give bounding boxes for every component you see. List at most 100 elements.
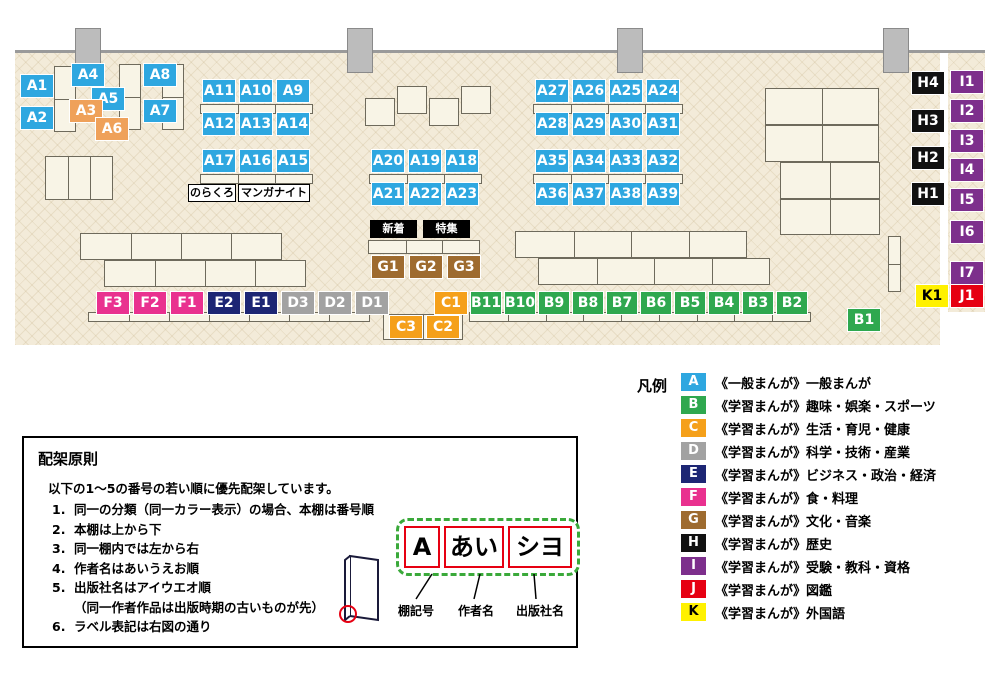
shelf-label-A8: A8: [143, 63, 177, 87]
map-sign: 新着: [370, 220, 417, 238]
shelf-cell: [201, 175, 238, 183]
shelf-block: [533, 174, 683, 184]
shelf-label-A6: A6: [95, 117, 129, 141]
legend-label: 《学習まんが》生活・育児・健康: [715, 422, 911, 438]
shelf-label-C3: C3: [389, 315, 423, 339]
shelf-label-B8: B8: [572, 291, 604, 315]
shelf-label-B5: B5: [674, 291, 706, 315]
shelf-cell: [209, 313, 249, 321]
shelf-label-K1: K1: [915, 284, 949, 308]
legend-item-F: F《学習まんが》食・料理: [681, 488, 936, 507]
shelf-label-B10: B10: [504, 291, 536, 315]
shelf-cell: [772, 313, 810, 321]
shelf-cell: [405, 241, 443, 253]
shelf-label-A14: A14: [276, 112, 310, 136]
shelf-cell: [766, 89, 822, 124]
shelf-label-A11: A11: [202, 79, 236, 103]
legend-label: 《学習まんが》歴史: [715, 537, 833, 553]
shelf-block: [397, 86, 427, 114]
pillar: [617, 28, 643, 73]
shelf-label-A23: A23: [445, 182, 479, 206]
rule-item: 1.同一の分類（同一カラー表示）の場合、本棚は番号順: [52, 500, 374, 520]
shelf-label-A26: A26: [572, 79, 606, 103]
principles-panel: 配架原則 以下の1〜5の番号の若い順に優先配架しています。 1.同一の分類（同一…: [22, 436, 580, 648]
example-label-part: A: [404, 526, 440, 568]
shelf-label-A38: A38: [609, 182, 643, 206]
legend-label: 《学習まんが》外国語: [715, 606, 846, 622]
shelf-cell: [275, 175, 312, 183]
shelf-cell: [442, 241, 479, 253]
shelf-label-B3: B3: [742, 291, 774, 315]
legend-swatch-B: B: [681, 396, 706, 414]
shelf-label-A15: A15: [276, 149, 310, 173]
legend-label: 《学習まんが》図鑑: [715, 583, 833, 599]
map-sign: マンガナイト: [238, 184, 310, 202]
legend-swatch-K: K: [681, 603, 706, 621]
shelf-block: [888, 236, 901, 292]
shelf-label-A7: A7: [143, 99, 177, 123]
example-label-part: シヨ: [508, 526, 572, 568]
shelf-label-E2: E2: [207, 291, 241, 315]
legend-swatch-H: H: [681, 534, 706, 552]
shelf-block: [368, 240, 480, 254]
shelf-label-A19: A19: [408, 149, 442, 173]
shelf-label-A2: A2: [20, 106, 54, 130]
shelf-cell: [231, 234, 281, 259]
shelf-cell: [205, 261, 255, 286]
shelf-cell: [238, 105, 275, 113]
shelf-cell: [131, 234, 181, 259]
rule-number: 1.: [52, 502, 66, 517]
shelf-block: [104, 260, 306, 287]
shelf-cell: [46, 157, 68, 199]
shelf-label-A10: A10: [239, 79, 273, 103]
shelf-cell: [822, 89, 878, 124]
legend-item-G: G《学習まんが》文化・音楽: [681, 511, 936, 530]
shelf-cell: [822, 126, 878, 161]
shelf-label-A18: A18: [445, 149, 479, 173]
shelf-block: [45, 156, 113, 200]
shelf-cell: [169, 313, 209, 321]
shelf-cell: [120, 97, 140, 129]
shelf-cell: [645, 105, 682, 113]
shelf-label-I7: I7: [950, 261, 984, 285]
shelf-label-A25: A25: [609, 79, 643, 103]
shelf-cell: [539, 259, 597, 284]
rule-text: 作者名はあいうえお順: [74, 560, 200, 576]
shelf-cell: [608, 105, 645, 113]
rule-item: 4.作者名はあいうえお順: [52, 559, 374, 579]
shelf-label-C2: C2: [426, 315, 460, 339]
book-icon: [339, 554, 379, 623]
shelf-cell: [830, 163, 879, 198]
shelf-label-A27: A27: [535, 79, 569, 103]
legend-item-I: I《学習まんが》受験・教科・資格: [681, 557, 936, 576]
shelf-block: [461, 86, 491, 114]
shelf-label-A17: A17: [202, 149, 236, 173]
legend-label: 《学習まんが》食・料理: [715, 491, 859, 507]
shelf-block: [200, 174, 313, 184]
shelf-cell: [781, 163, 830, 198]
shelf-cell: [90, 157, 112, 199]
rule-number: 5.: [52, 580, 66, 595]
legend-label: 《学習まんが》趣味・娯楽・スポーツ: [715, 399, 936, 415]
shelf-label-A22: A22: [408, 182, 442, 206]
shelf-cell: [163, 97, 183, 129]
shelf-label-A30: A30: [609, 112, 643, 136]
shelf-label-H3: H3: [911, 109, 945, 133]
shelf-label-D1: D1: [355, 291, 389, 315]
shelf-cell: [621, 313, 659, 321]
shelf-label-G2: G2: [409, 255, 443, 279]
shelf-cell: [423, 315, 462, 339]
shelf-label-A16: A16: [239, 149, 273, 173]
shelf-cell: [507, 313, 546, 321]
shelf-cell: [407, 175, 444, 183]
rule-number: 2.: [52, 521, 66, 537]
rule-item: 5.出版社名はアイウエオ順: [52, 578, 374, 598]
shelf-cell: [688, 232, 747, 257]
shelf-label-F3: F3: [96, 291, 130, 315]
shelf-label-G1: G1: [371, 255, 405, 279]
legend-swatch-I: I: [681, 557, 706, 575]
shelf-label-B2: B2: [776, 291, 808, 315]
shelf-label-I2: I2: [950, 99, 984, 123]
